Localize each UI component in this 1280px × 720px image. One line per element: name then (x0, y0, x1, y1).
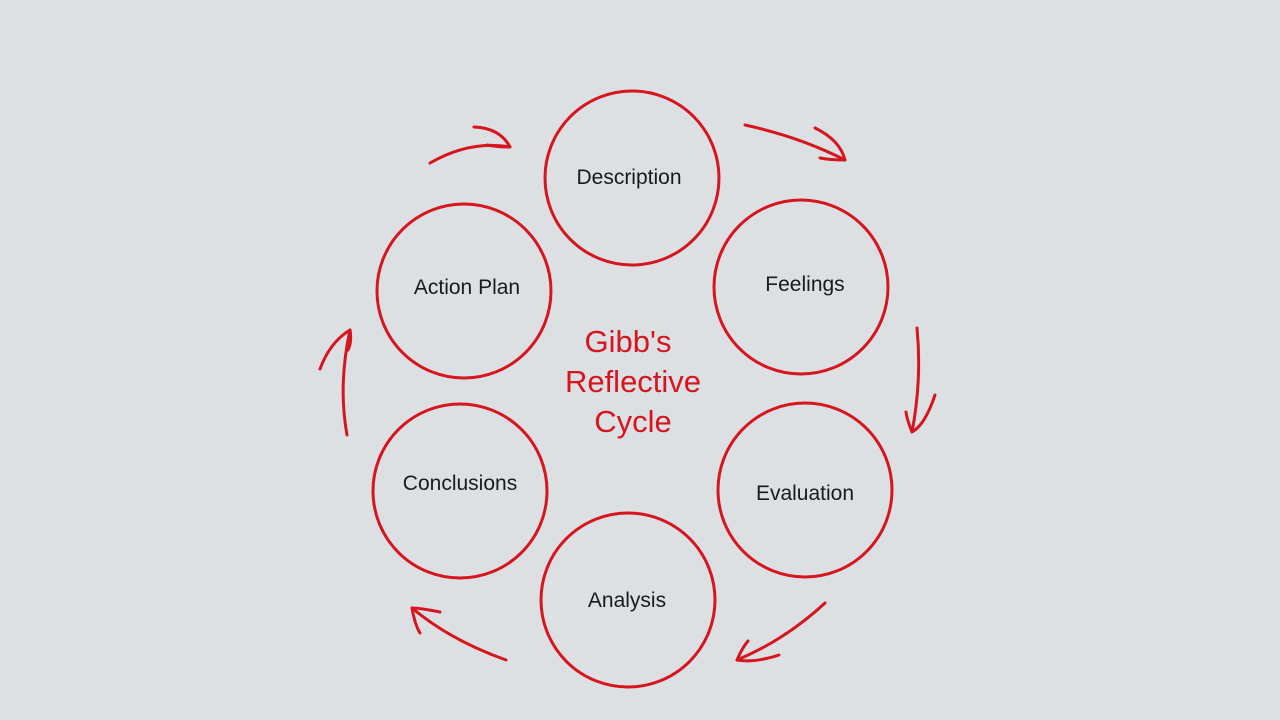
node-evaluation: Evaluation (716, 401, 894, 579)
node-label: Description (576, 166, 681, 189)
node-circle (712, 198, 890, 376)
arrow-evaluation-to-analysis (735, 601, 827, 663)
arrow-head (904, 393, 937, 434)
arrow-action-plan-to-description (428, 125, 512, 165)
title-line-1: Gibb's (585, 324, 672, 359)
arrow-head (318, 328, 353, 371)
arrow-feelings-to-evaluation (904, 326, 937, 434)
title-line-3: Cycle (594, 404, 672, 439)
arrow-shaft (743, 123, 847, 162)
center-title: Gibb's Reflective Cycle (565, 324, 701, 439)
node-circle (543, 89, 721, 267)
arrow-head (813, 126, 847, 162)
arrow-conclusions-to-action-plan (318, 328, 353, 437)
arrow-head (410, 606, 442, 635)
node-conclusions: Conclusions (371, 402, 549, 580)
node-feelings: Feelings (712, 198, 890, 376)
arrow-shaft (910, 326, 921, 434)
arrow-head (472, 125, 512, 149)
node-description: Description (543, 89, 721, 267)
arrow-shaft (410, 606, 508, 662)
title-line-2: Reflective (565, 364, 701, 399)
node-label: Action Plan (414, 276, 520, 299)
node-label: Feelings (765, 273, 844, 296)
node-circle (539, 511, 717, 689)
node-action-plan: Action Plan (375, 202, 553, 380)
node-label: Evaluation (756, 482, 854, 505)
arrow-head (735, 639, 781, 663)
node-circle (375, 202, 553, 380)
arrow-analysis-to-conclusions (410, 606, 508, 662)
arrow-shaft (735, 601, 827, 662)
node-circle (371, 402, 549, 580)
node-label: Analysis (588, 589, 666, 612)
node-analysis: Analysis (539, 511, 717, 689)
node-circle (716, 401, 894, 579)
arrow-shaft (341, 328, 352, 437)
arrow-description-to-feelings (743, 123, 847, 162)
node-label: Conclusions (403, 472, 517, 495)
arrow-shaft (428, 143, 512, 165)
